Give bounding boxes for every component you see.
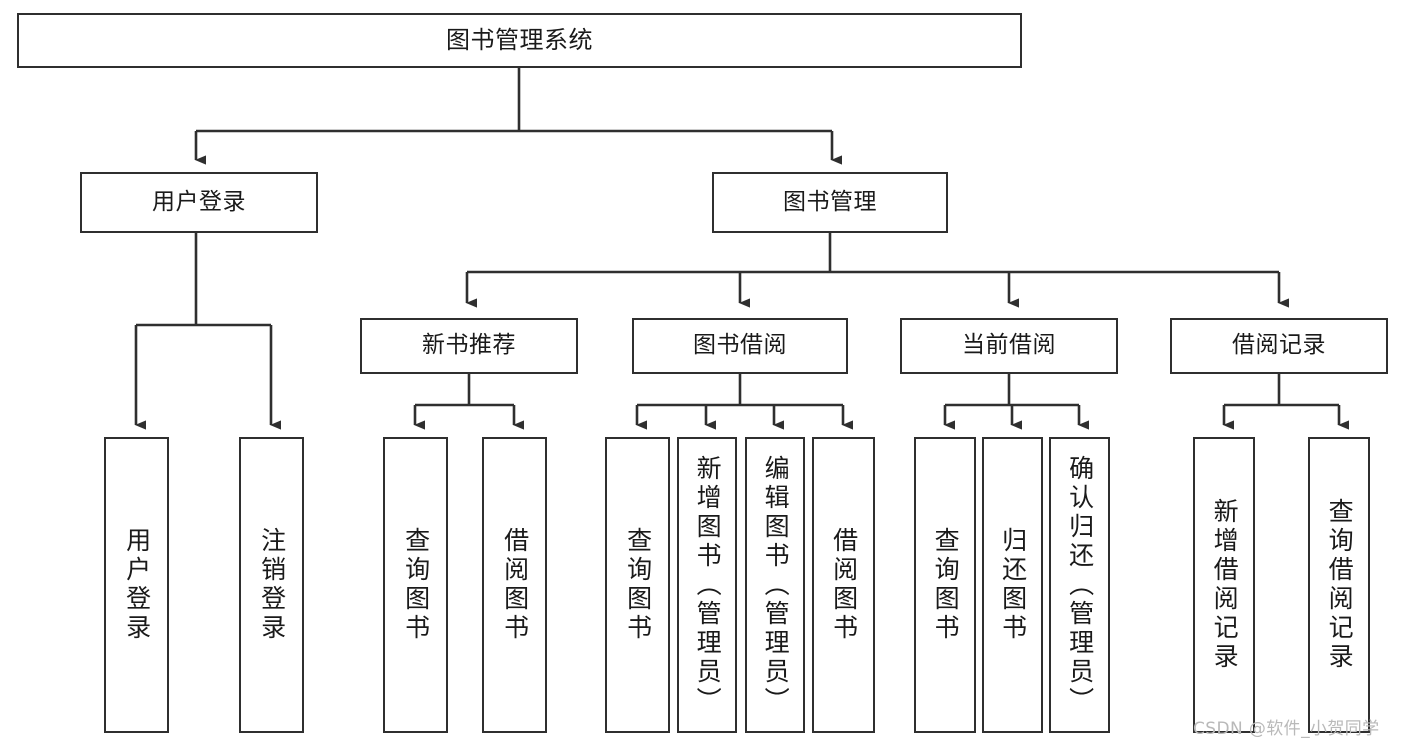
leaf-label: 查询图书	[931, 527, 961, 643]
node-new-book-recommend-label: 新书推荐	[422, 332, 516, 359]
node-root[interactable]: 图书管理系统	[17, 13, 1022, 68]
leaf-borrow-borrow-book[interactable]: 借阅图书	[812, 437, 875, 733]
leaf-current-return-book[interactable]: 归还图书	[982, 437, 1043, 733]
node-current-borrow[interactable]: 当前借阅	[900, 318, 1118, 374]
leaf-label: 确认归还（管理员）	[1065, 454, 1095, 716]
leaf-label: 借阅图书	[500, 527, 530, 643]
node-user-login-label: 用户登录	[152, 188, 246, 215]
node-user-login[interactable]: 用户登录	[80, 172, 318, 233]
leaf-label: 借阅图书	[829, 527, 859, 643]
leaf-new-book-query[interactable]: 查询图书	[383, 437, 448, 733]
node-new-book-recommend[interactable]: 新书推荐	[360, 318, 578, 374]
leaf-new-book-borrow[interactable]: 借阅图书	[482, 437, 547, 733]
leaf-label: 编辑图书（管理员）	[761, 454, 791, 716]
leaf-current-query-book[interactable]: 查询图书	[914, 437, 976, 733]
leaf-label: 查询借阅记录	[1325, 498, 1355, 672]
leaf-current-confirm-return-admin[interactable]: 确认归还（管理员）	[1049, 437, 1110, 733]
node-borrow-records-label: 借阅记录	[1232, 332, 1326, 359]
leaf-records-add-record[interactable]: 新增借阅记录	[1193, 437, 1255, 733]
node-book-borrow-label: 图书借阅	[693, 332, 787, 359]
node-book-management[interactable]: 图书管理	[712, 172, 948, 233]
leaf-records-query-record[interactable]: 查询借阅记录	[1308, 437, 1370, 733]
leaf-label: 注销登录	[257, 527, 287, 643]
leaf-label: 新增图书（管理员）	[693, 454, 723, 716]
leaf-borrow-add-book-admin[interactable]: 新增图书（管理员）	[677, 437, 737, 733]
leaf-borrow-query-book[interactable]: 查询图书	[605, 437, 670, 733]
leaf-borrow-edit-book-admin[interactable]: 编辑图书（管理员）	[745, 437, 805, 733]
leaf-user-login-login[interactable]: 用户登录	[104, 437, 169, 733]
node-borrow-records[interactable]: 借阅记录	[1170, 318, 1388, 374]
node-book-management-label: 图书管理	[783, 188, 877, 215]
leaf-label: 新增借阅记录	[1210, 498, 1240, 672]
leaf-label: 归还图书	[998, 527, 1028, 643]
node-book-borrow[interactable]: 图书借阅	[632, 318, 848, 374]
leaf-user-login-logout[interactable]: 注销登录	[239, 437, 304, 733]
csdn-watermark: CSDN @软件_小贺同学	[1193, 719, 1380, 739]
leaf-label: 查询图书	[623, 527, 653, 643]
node-root-label: 图书管理系统	[446, 26, 593, 55]
leaf-label: 用户登录	[122, 527, 152, 643]
node-current-borrow-label: 当前借阅	[962, 332, 1056, 359]
leaf-label: 查询图书	[401, 527, 431, 643]
